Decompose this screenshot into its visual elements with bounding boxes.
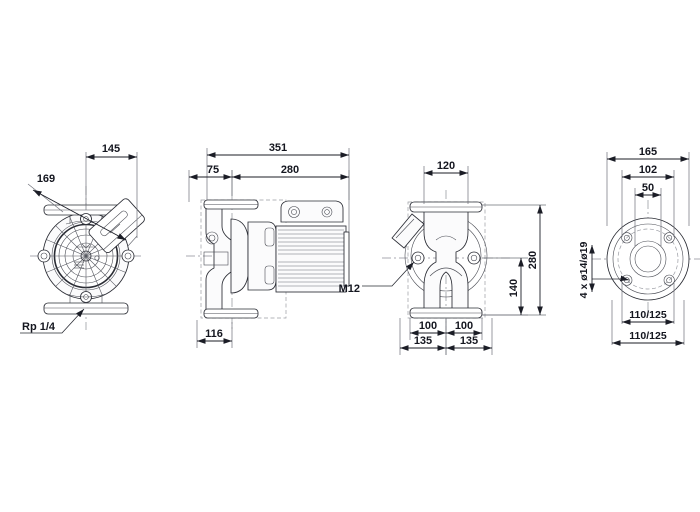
dim-169: 169 xyxy=(27,173,138,247)
bolt-hole-top-right xyxy=(663,232,675,244)
dim-102: 102 xyxy=(621,164,675,237)
dim-102-label: 102 xyxy=(639,164,657,176)
pump-body-rib xyxy=(203,251,229,266)
dim-135-right: 135 xyxy=(445,318,493,355)
annotation-m12: M12 xyxy=(339,261,415,295)
top-body-arch xyxy=(429,267,463,277)
dim-140: 140 xyxy=(482,257,528,316)
annotation-m12-label: M12 xyxy=(339,283,360,295)
dim-140-label: 140 xyxy=(508,279,520,297)
annotation-bolt-spec-label: 4 x ø14/ø19 xyxy=(578,242,590,299)
terminal-gland-right xyxy=(321,206,333,218)
dim-116: 116 xyxy=(196,320,233,348)
flange-bolt-circle xyxy=(617,228,679,290)
pump-port-boss xyxy=(205,231,219,245)
motor-cooling-fins xyxy=(278,229,344,287)
bolt-hole-bottom-right xyxy=(663,274,675,286)
bolt-boss-right-bore xyxy=(470,254,478,262)
adapter-lug-top xyxy=(264,227,275,247)
annotation-bolt-spec: 4 x ø14/ø19 xyxy=(578,242,630,299)
terminal-gland-left xyxy=(288,206,300,218)
bolt-boss-right xyxy=(467,251,481,265)
dim-145: 145 xyxy=(85,143,138,238)
side-terminal-box xyxy=(280,200,344,223)
annotation-rp14: Rp 1/4 xyxy=(20,308,85,334)
adapter-lug-bottom xyxy=(264,265,275,285)
dim-110-125-upper: 110/125 xyxy=(621,283,675,325)
dim-50: 50 xyxy=(634,182,662,246)
dim-120: 120 xyxy=(423,160,469,204)
dim-116-label: 116 xyxy=(205,328,223,340)
dim-165: 165 xyxy=(606,146,690,226)
housing-side-bosses xyxy=(37,249,135,263)
dim-120-label: 120 xyxy=(437,160,455,172)
view-flange: 165 102 50 110/125 110/125 xyxy=(578,146,700,346)
view-front: 145 169 Rp 1/4 xyxy=(20,143,145,334)
flange-raised-face xyxy=(612,223,684,295)
dim-169-label: 169 xyxy=(37,173,55,185)
motor-adapter xyxy=(247,221,277,291)
dim-100-right-label: 100 xyxy=(455,320,473,332)
view-side: 351 75 280 116 xyxy=(186,142,350,348)
top-body-profile xyxy=(423,207,469,313)
dim-280-length: 280 xyxy=(231,164,350,200)
top-terminal-box xyxy=(391,213,425,249)
dim-135-right-label: 135 xyxy=(460,335,478,347)
annotation-rp14-label: Rp 1/4 xyxy=(22,321,56,333)
pump-port-bore xyxy=(208,234,216,242)
dim-110-125-lower-label: 110/125 xyxy=(629,330,667,342)
dim-50-label: 50 xyxy=(642,182,654,194)
dim-280-height-label: 280 xyxy=(527,251,539,269)
dim-110-125-upper-label: 110/125 xyxy=(629,309,667,321)
bolt-hole-top-left xyxy=(621,232,633,244)
dim-145-label: 145 xyxy=(102,143,120,155)
volute-casing xyxy=(230,218,249,294)
dim-135-left-label: 135 xyxy=(414,335,432,347)
flange-outer-circle xyxy=(606,217,690,301)
dim-110-125-lower: 110/125 xyxy=(611,300,685,346)
dim-165-label: 165 xyxy=(639,146,657,158)
flange-inner-bore xyxy=(634,245,662,273)
nameplate-marks xyxy=(74,243,100,269)
dim-280-length-label: 280 xyxy=(281,164,299,176)
view-top: 120 280 140 100 100 xyxy=(339,160,546,355)
dim-100-left-label: 100 xyxy=(419,320,437,332)
dim-351-label: 351 xyxy=(269,142,287,154)
motor-end-cap xyxy=(343,231,350,287)
bottom-flange xyxy=(43,291,129,315)
terminal-gland-right-bore xyxy=(324,209,330,215)
flange-bore xyxy=(629,240,667,278)
bolt-boss-left xyxy=(411,251,425,265)
top-body-throat xyxy=(435,235,457,241)
terminal-gland-left-bore xyxy=(291,209,297,215)
bolt-boss-left-bore xyxy=(414,254,422,262)
dim-75-label: 75 xyxy=(207,164,219,176)
